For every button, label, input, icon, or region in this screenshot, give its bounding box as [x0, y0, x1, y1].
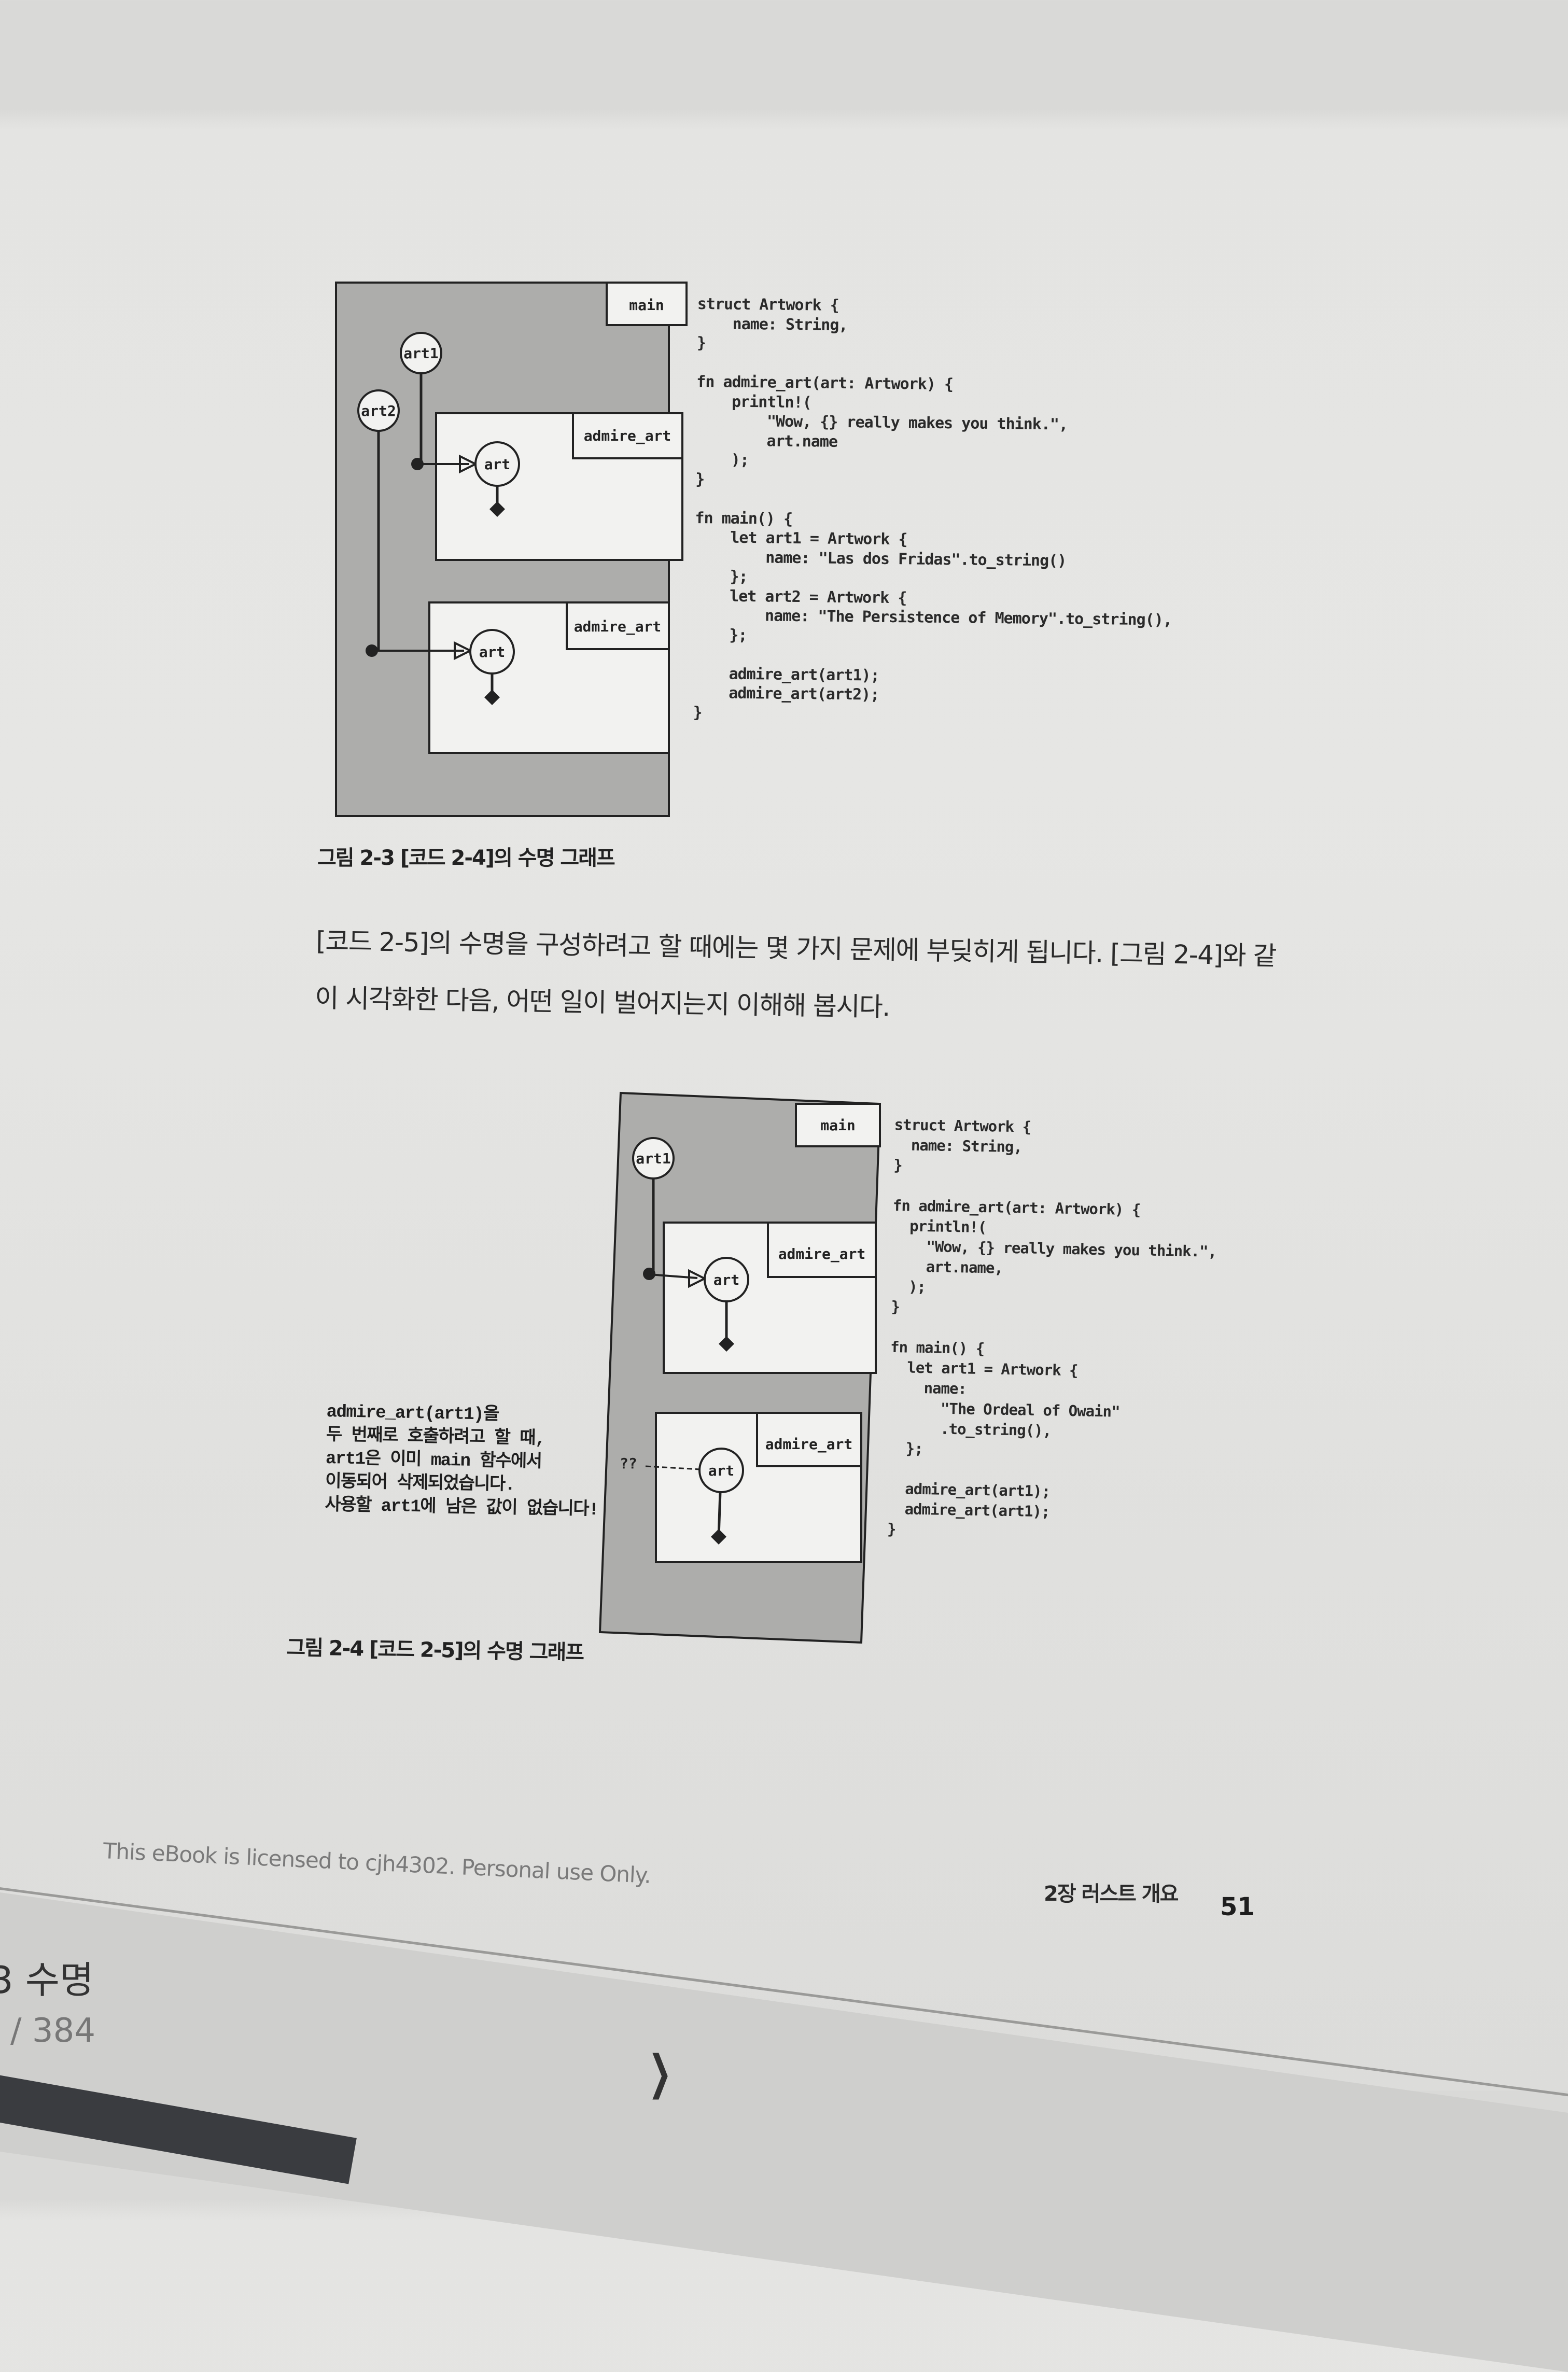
- admire-art-label-2: admire_art: [765, 1436, 853, 1453]
- art-label-1: art: [713, 1271, 740, 1288]
- arrow-head: [688, 1269, 707, 1288]
- art1-label: art1: [403, 345, 438, 362]
- art-node-1: [474, 441, 520, 487]
- art-node-2: [469, 629, 515, 675]
- art1-node: [632, 1137, 675, 1180]
- drop-diamond-2: [711, 1529, 726, 1545]
- running-footer-chapter: 2장 러스트 개요: [1044, 1882, 1179, 1906]
- art1-node: [400, 332, 442, 374]
- main-label-box: [795, 1103, 881, 1147]
- art-node-2: [698, 1448, 744, 1493]
- admire-art-label-1: admire_art: [584, 427, 671, 444]
- move-dot: [643, 1268, 655, 1280]
- figure-2-side-note: admire_art(art1)을 두 번째로 호출하려고 할 때, art1은…: [325, 1402, 599, 1521]
- main-label: main: [820, 1117, 855, 1134]
- admire-art-label-2: admire_art: [574, 618, 662, 635]
- main-label: main: [629, 297, 664, 314]
- art2-node: [357, 389, 400, 432]
- figure-1: main admire_art admire_art art1 art2 art…: [335, 282, 688, 817]
- art-label-1: art: [484, 456, 511, 473]
- page-number: 51: [1220, 1892, 1255, 1921]
- admire-art-label-box-2: [756, 1412, 862, 1467]
- missing-move-line: [645, 1465, 700, 1470]
- figure-1-code: struct Artwork { name: String, } fn admi…: [693, 294, 1172, 722]
- figure-1-diagram: main admire_art admire_art art1 art2 art…: [335, 282, 881, 1644]
- art-label-2: art: [708, 1462, 735, 1479]
- admire-art-label-1: admire_art: [778, 1245, 866, 1262]
- main-label-box: [606, 282, 688, 326]
- drop-diamond-1: [489, 501, 505, 517]
- art-label-2: art: [479, 643, 506, 661]
- unknown-marker: ??: [620, 1455, 637, 1472]
- figure-2-caption: 그림 2-4 [코드 2-5]의 수명 그래프: [286, 1635, 584, 1665]
- art1-label: art1: [636, 1150, 670, 1167]
- reader-chapter-title[interactable]: 3 수명: [0, 1958, 94, 2002]
- arrow-head: [454, 641, 473, 661]
- figure-2-code: struct Artwork { name: String, } fn admi…: [887, 1115, 1217, 1538]
- art2-label: art2: [361, 402, 396, 419]
- figure-1-caption: 그림 2-3 [코드 2-4]의 수명 그래프: [317, 846, 615, 870]
- art-node-1: [704, 1257, 749, 1302]
- admire-art-label-box-1: [572, 412, 683, 459]
- move-dot: [366, 644, 378, 657]
- move-dot: [411, 458, 424, 470]
- figure-2: main admire_art admire_art art1 art ?? a…: [598, 1091, 881, 1644]
- drop-diamond-1: [719, 1336, 734, 1352]
- admire-art-label-box-1: [767, 1222, 877, 1278]
- arrow-head: [459, 454, 478, 474]
- admire-art-label-box-2: [566, 601, 670, 650]
- chevron-right-icon[interactable]: ❯: [648, 2045, 672, 2100]
- drop-diamond-2: [484, 690, 500, 705]
- reader-page-total: / 384: [10, 2012, 96, 2050]
